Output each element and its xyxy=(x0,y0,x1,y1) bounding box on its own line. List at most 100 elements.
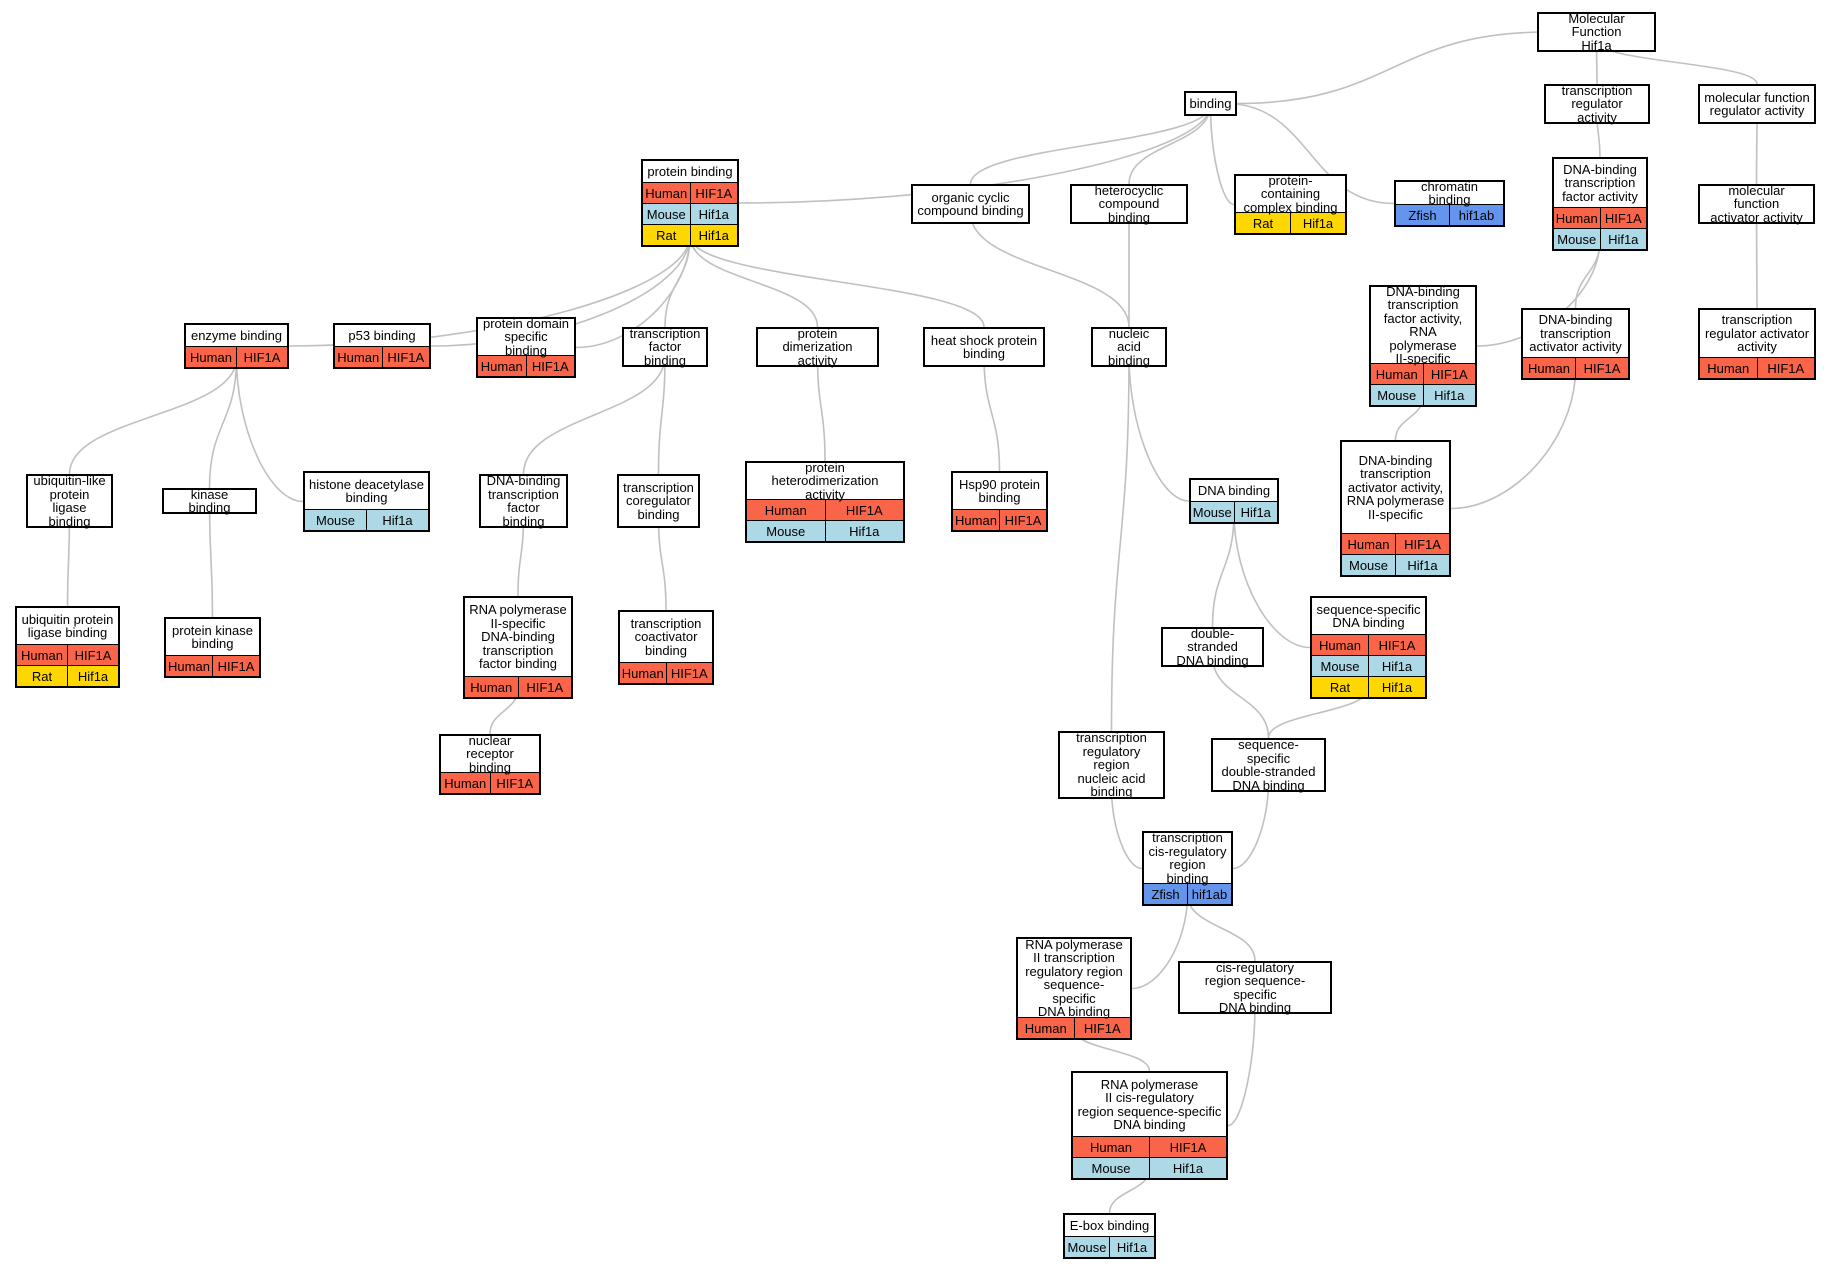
go-term-node[interactable]: transcription cis-regulatory region bind… xyxy=(1142,831,1233,906)
is-a-edge xyxy=(1128,104,1212,185)
gene-cell: HIF1A xyxy=(999,510,1046,530)
is-a-edge xyxy=(1755,212,1758,309)
species-cell: Human xyxy=(1319,637,1361,653)
go-term-node[interactable]: heterocyclic compound binding xyxy=(1070,184,1188,224)
go-term-node[interactable]: heat shock protein binding xyxy=(923,327,1045,367)
go-term-node[interactable]: kinase binding xyxy=(162,487,257,514)
go-term-label: DNA-binding transcription factor activit… xyxy=(1562,161,1638,204)
species-cell: Mouse xyxy=(1557,231,1597,247)
go-term-node[interactable]: DNA-binding transcription activator acti… xyxy=(1521,308,1630,380)
go-term-label: Molecular Function Hif1a xyxy=(1568,10,1625,53)
is-a-edge xyxy=(983,355,1001,472)
species-cell: Mouse xyxy=(1348,557,1389,573)
species-cell: Human xyxy=(1347,536,1390,552)
go-term-node[interactable]: protein dimerization activity xyxy=(756,327,879,367)
go-term-node[interactable]: binding xyxy=(1184,91,1237,116)
species-cell: Mouse xyxy=(1192,504,1232,520)
go-term-label: DNA binding xyxy=(1197,482,1271,498)
gene-cell: HIF1A xyxy=(489,773,540,793)
species-cell: Human xyxy=(480,358,523,374)
go-term-node[interactable]: transcription regulator activity xyxy=(1544,84,1650,124)
go-term-node[interactable]: RNA polymerase II-specific DNA-binding t… xyxy=(463,596,573,699)
gene-cell: HIF1A xyxy=(236,347,287,367)
go-term-node[interactable]: sequence-specific double-stranded DNA bi… xyxy=(1211,738,1326,792)
go-term-label: protein kinase binding xyxy=(172,622,253,651)
gene-cell: HIF1A xyxy=(67,645,118,665)
is-a-edge xyxy=(689,235,819,328)
is-a-edge xyxy=(1128,355,1190,502)
go-term-node[interactable]: molecular function activator activity xyxy=(1698,184,1815,224)
gene-cell: HIF1A xyxy=(1599,208,1647,228)
go-term-node[interactable]: transcription regulator activator activi… xyxy=(1698,308,1816,380)
go-term-node[interactable]: DNA-binding transcription factor binding xyxy=(479,474,568,528)
go-term-node[interactable]: organic cyclic compound binding xyxy=(911,184,1030,224)
gene-cell: HIF1A xyxy=(1422,364,1476,384)
go-term-label: ubiquitin protein ligase binding xyxy=(21,611,114,640)
go-term-node[interactable]: cis-regulatory region sequence-specific … xyxy=(1178,960,1332,1014)
is-a-edge xyxy=(1227,1002,1256,1127)
go-term-node[interactable]: RNA polymerase II cis-regulatory region … xyxy=(1071,1071,1228,1180)
go-term-label: p53 binding xyxy=(348,327,416,343)
go-term-label: Hsp90 protein binding xyxy=(959,476,1040,505)
is-a-edge xyxy=(1211,655,1270,739)
is-a-edge xyxy=(1232,780,1270,870)
gene-cell: HIF1A xyxy=(1073,1018,1131,1038)
species-cell: Human xyxy=(470,679,513,695)
is-a-edge xyxy=(517,516,525,597)
go-term-label: DNA-binding transcription activator acti… xyxy=(1346,452,1445,522)
go-term-node[interactable]: transcription coregulator binding xyxy=(617,474,700,528)
is-a-edge xyxy=(816,355,826,462)
go-term-label: histone deacetylase binding xyxy=(309,476,424,505)
is-a-edge xyxy=(235,357,304,503)
gene-cell: Hif1a xyxy=(366,510,428,530)
go-term-label: transcription regulator activator activi… xyxy=(1704,312,1810,355)
gene-cell: HIF1A xyxy=(525,356,575,376)
go-term-label: transcription coactivator binding xyxy=(630,615,702,658)
gene-cell: hif1ab xyxy=(1449,205,1503,225)
species-cell: Human xyxy=(621,665,664,681)
go-term-node[interactable]: DNA-binding transcription activator acti… xyxy=(1340,440,1451,577)
go-term-label: double-stranded DNA binding xyxy=(1176,625,1249,668)
go-term-node[interactable]: Molecular Function Hif1a xyxy=(1537,12,1656,52)
species-cell: Human xyxy=(1555,210,1598,226)
gene-cell: Hif1a xyxy=(1149,1158,1226,1178)
go-term-node[interactable]: double-stranded DNA binding xyxy=(1161,627,1264,667)
go-term-node[interactable]: RNA polymerase II transcription regulato… xyxy=(1016,937,1132,1040)
go-term-node[interactable]: DNA-binding transcription factor activit… xyxy=(1369,284,1477,407)
go-term-node[interactable]: nucleic acid binding xyxy=(1091,327,1167,367)
go-term-node[interactable]: transcription regulatory region nucleic … xyxy=(1058,731,1165,799)
go-term-node[interactable]: molecular function regulator activity xyxy=(1698,84,1816,124)
go-term-node[interactable]: transcription factor binding xyxy=(622,327,708,367)
go-term-node[interactable]: DNA-binding transcription factor activit… xyxy=(1552,157,1648,251)
go-term-label: DNA-binding transcription activator acti… xyxy=(1529,312,1622,355)
species-cell: Human xyxy=(1090,1139,1132,1155)
go-term-node[interactable]: ubiquitin-like protein ligase binding xyxy=(26,474,113,528)
